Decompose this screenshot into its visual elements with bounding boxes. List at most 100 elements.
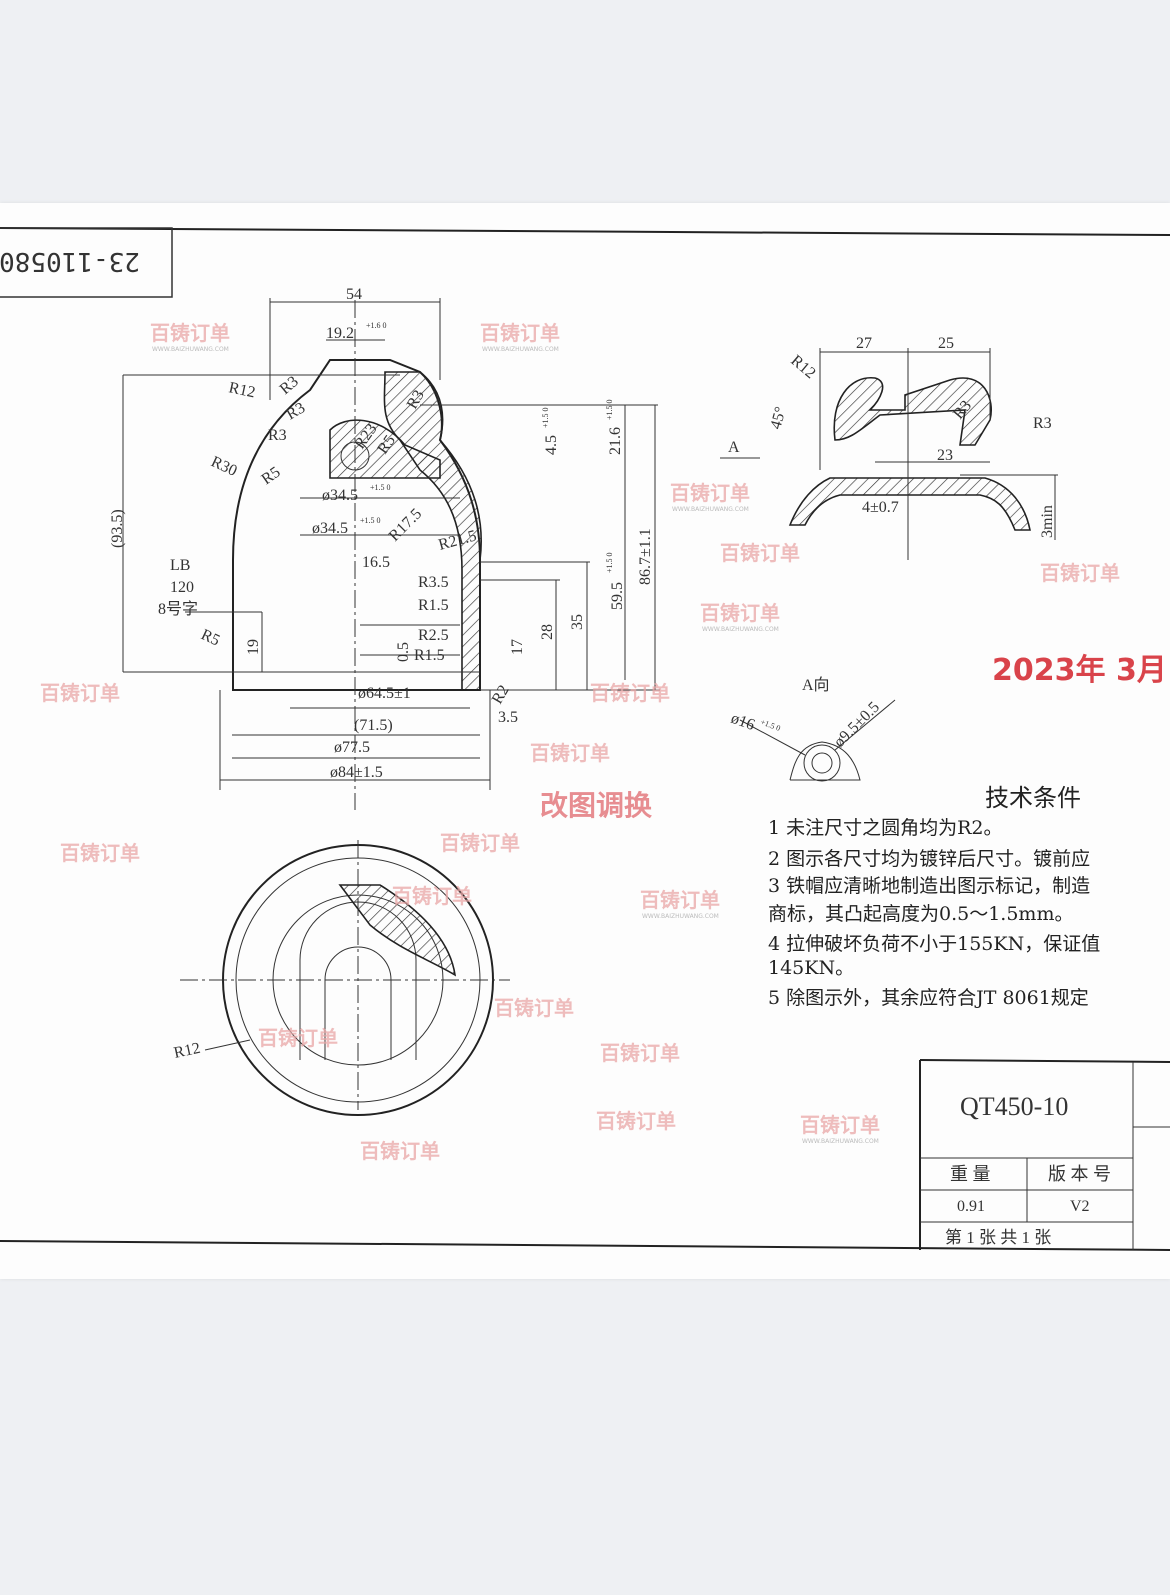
- dim-19-2: 19.2: [326, 325, 354, 342]
- dim-r5: R5: [259, 464, 284, 489]
- version-value: V2: [1070, 1198, 1090, 1215]
- dim-r2-5: R2.5: [418, 627, 449, 644]
- dim-28: 28: [539, 624, 556, 640]
- dim-3min: 3min: [1039, 505, 1056, 538]
- tech-condition-line: 145KN。: [768, 957, 854, 979]
- watermark: 百铸订单: [700, 601, 780, 625]
- dim-r5-b: R5: [198, 626, 222, 649]
- mark-font-size: 8号字: [158, 600, 198, 618]
- dim-r3: R3: [284, 399, 309, 423]
- dim-25: 25: [938, 335, 954, 352]
- dim-4: 4±0.7: [862, 499, 899, 516]
- tol-dia-34-5-b: +1.5 0: [360, 516, 381, 525]
- dim-r3-side-b: R3: [1033, 415, 1052, 432]
- watermark: 百铸订单: [440, 831, 520, 855]
- watermark: 百铸订单: [720, 541, 800, 565]
- dim-17: 17: [509, 639, 526, 655]
- dim-r2: R2: [489, 682, 513, 707]
- main-section-view: [122, 298, 660, 810]
- dim-dia-84: ø84±1.5: [330, 764, 383, 781]
- dim-59-5: 59.5: [609, 582, 626, 610]
- tol-dia-16: +1.5 0: [759, 717, 781, 732]
- dim-86-7: 86.7±1.1: [637, 528, 654, 585]
- side-view: 27 25 R12 45° R3 R3 23 A 4±0.7 3min: [720, 335, 1058, 560]
- dim-93-5: (93.5): [109, 509, 126, 548]
- material-grade: QT450-10: [960, 1092, 1068, 1121]
- dim-54: 54: [346, 286, 362, 303]
- tech-condition-line: 5 除图示外，其余应符合JT 8061规定: [768, 987, 1089, 1009]
- border-bottom: [0, 1240, 1170, 1251]
- watermark: 百铸订单: [258, 1026, 338, 1050]
- watermark-url: WWW.BAIZHUWANG.COM: [672, 506, 749, 513]
- dim-21-6: 21.6: [607, 427, 624, 455]
- detail-a-view: A向 ø16 +1.5 0 ø9.5±0.5: [729, 676, 896, 782]
- watermark: 百铸订单: [600, 1041, 680, 1065]
- dim-r12: R12: [227, 379, 257, 401]
- watermark: 百铸订单: [494, 996, 574, 1020]
- weight-label: 重 量: [950, 1164, 991, 1184]
- watermark-url: WWW.BAIZHUWANG.COM: [482, 346, 559, 353]
- tol-21-6: +1.5 0: [605, 399, 614, 420]
- version-label: 版 本 号: [1048, 1164, 1111, 1184]
- dim-3-5: 3.5: [498, 709, 518, 726]
- tech-condition-line: 4 拉伸破坏负荷不小于155KN，保证值: [768, 933, 1100, 955]
- dim-r12-side: R12: [787, 352, 818, 382]
- dim-r3: R3: [268, 427, 287, 444]
- dim-35: 35: [569, 614, 586, 630]
- tol-dia-34-5: +1.5 0: [370, 483, 391, 492]
- dim-23: 23: [937, 447, 953, 464]
- tol-19-2: +1.6 0: [366, 321, 387, 330]
- dim-dia-9-5: ø9.5±0.5: [831, 699, 883, 751]
- watermark: 百铸订单: [1040, 561, 1120, 585]
- tech-condition-line: 商标，其凸起高度为0.5～1.5mm。: [768, 903, 1073, 925]
- tech-conditions-title: 技术条件: [985, 784, 1081, 812]
- title-block: QT450-10 重 量 版 本 号 0.91 V2 第 1 张 共 1 张: [919, 1059, 1170, 1250]
- dim-r1-5: R1.5: [418, 597, 449, 614]
- drawing-number: 23-110580: [0, 246, 140, 276]
- date-stamp: 2023年 3月 6: [992, 653, 1170, 688]
- dim-r30: R30: [208, 453, 239, 480]
- dim-45-deg: 45°: [767, 405, 789, 431]
- dim-0-5: 0.5: [395, 642, 412, 662]
- dim-dia-16: ø16: [729, 710, 757, 734]
- watermark: 百铸订单: [360, 1139, 440, 1163]
- dim-r3: R3: [277, 373, 302, 398]
- watermark: 百铸订单: [530, 741, 610, 765]
- dim-dia-77-5: ø77.5: [334, 739, 370, 756]
- bottom-view: R12: [172, 840, 510, 1116]
- watermark-url: WWW.BAIZHUWANG.COM: [152, 346, 229, 353]
- watermark: 百铸订单: [480, 321, 560, 345]
- watermarks: 百铸订单 百铸订单 百铸订单 百铸订单 百铸订单 百铸订单 百铸订单 百铸订单 …: [40, 321, 1120, 1163]
- dim-dia-34-5-b: ø34.5: [312, 520, 348, 537]
- watermark: 百铸订单: [40, 681, 120, 705]
- dim-r17-5: R17.5: [386, 505, 425, 544]
- watermark: 百铸订单: [392, 884, 472, 908]
- tech-condition-line: 1 未注尺寸之圆角均为R2。: [768, 817, 1003, 839]
- mark-lb: LB: [170, 557, 190, 574]
- sheet-count: 第 1 张 共 1 张: [945, 1228, 1051, 1247]
- watermark: 百铸订单: [60, 841, 140, 865]
- dim-27: 27: [856, 335, 872, 352]
- weight-value: 0.91: [957, 1198, 985, 1215]
- tech-condition-line: 3 铁帽应清晰地制造出图示标记，制造: [768, 875, 1090, 897]
- dim-16-5: 16.5: [362, 554, 390, 571]
- revision-overlay-text: 改图调换: [540, 789, 653, 822]
- watermark-url: WWW.BAIZHUWANG.COM: [802, 1138, 879, 1145]
- dim-dia-34-5: ø34.5: [322, 487, 358, 504]
- detail-a-title: A向: [802, 676, 830, 694]
- watermark: 百铸订单: [800, 1113, 880, 1137]
- dim-4-5: 4.5: [543, 435, 560, 455]
- tol-4-5: +1.5 0: [541, 407, 550, 428]
- mark-120: 120: [170, 579, 194, 596]
- watermark-url: WWW.BAIZHUWANG.COM: [702, 626, 779, 633]
- border-top: [0, 227, 1170, 236]
- watermark: 百铸订单: [640, 888, 720, 912]
- dim-r1-5-b: R1.5: [414, 647, 445, 664]
- watermark: 百铸订单: [670, 481, 750, 505]
- dim-19: 19: [245, 639, 262, 655]
- technical-conditions: 技术条件 1 未注尺寸之圆角均为R2。 2 图示各尺寸均为镀锌后尺寸。镀前应 3…: [768, 784, 1100, 1009]
- dim-r12-bottom: R12: [172, 1040, 202, 1062]
- drawing-number-box: 23-110580: [0, 227, 173, 298]
- dim-71-5: (71.5): [354, 717, 393, 734]
